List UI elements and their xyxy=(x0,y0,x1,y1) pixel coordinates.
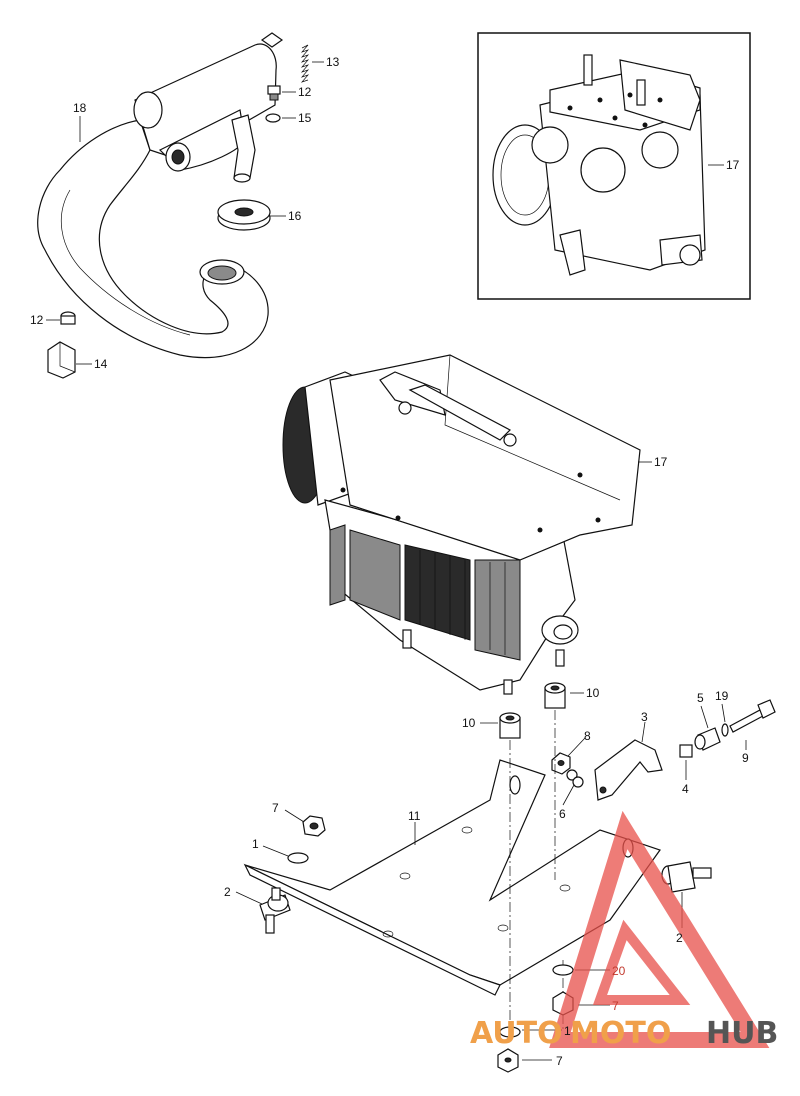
callout-10-right: 10 xyxy=(586,686,600,700)
leader-19 xyxy=(721,703,726,723)
callout-17-inset: 17 xyxy=(726,158,740,172)
callout-13: 13 xyxy=(326,55,340,69)
inset-engine-view xyxy=(477,32,751,300)
spring-13 xyxy=(300,44,310,83)
bolt-12-top xyxy=(267,85,281,101)
callout-15: 15 xyxy=(298,111,312,125)
leader-1a xyxy=(262,845,289,857)
leader-7a xyxy=(284,809,305,823)
flange-nut-7-left xyxy=(302,815,326,837)
grommet-16 xyxy=(217,199,271,231)
callout-7-middle: 7 xyxy=(612,999,619,1013)
callout-7-left: 7 xyxy=(272,801,279,815)
washer-19 xyxy=(721,723,729,737)
callout-4: 4 xyxy=(682,782,689,796)
nut-7-bottom xyxy=(497,1048,519,1073)
callout-11: 11 xyxy=(408,809,421,823)
callout-8: 8 xyxy=(584,729,591,743)
watermark-text-auto: AUTO xyxy=(470,1016,563,1051)
callout-7-bottom: 7 xyxy=(556,1054,563,1068)
callout-2-left: 2 xyxy=(224,885,231,899)
leader-6 xyxy=(562,784,575,806)
watermark xyxy=(549,810,770,1048)
leader-5 xyxy=(700,705,709,729)
spacer-4 xyxy=(679,744,693,758)
callout-16: 16 xyxy=(288,209,302,223)
exhaust-pipe-assembly xyxy=(37,32,284,359)
bushing-5 xyxy=(694,727,721,751)
washer-20 xyxy=(552,964,574,976)
bracket-3 xyxy=(594,739,663,801)
callout-14: 14 xyxy=(94,357,108,371)
callout-9: 9 xyxy=(742,751,749,765)
nut-8 xyxy=(551,752,571,775)
rubber-mount-10-right xyxy=(544,682,566,709)
callout-17-main: 17 xyxy=(654,455,668,469)
callout-12-top: 12 xyxy=(298,85,312,99)
callout-2-right: 2 xyxy=(676,931,683,945)
leader-3 xyxy=(641,721,646,743)
callout-10-left: 10 xyxy=(462,716,476,730)
callout-6: 6 xyxy=(559,807,566,821)
callout-19: 19 xyxy=(715,689,729,703)
bracket-14 xyxy=(47,341,76,379)
callout-1-left: 1 xyxy=(252,837,259,851)
callout-1-bottom: 1 xyxy=(564,1024,571,1038)
lock-washers-6 xyxy=(566,769,584,788)
rubber-mount-10-left xyxy=(499,712,521,739)
leader-8 xyxy=(567,737,586,757)
washer-15 xyxy=(265,113,281,123)
washer-1-left xyxy=(287,852,309,864)
engine-assembly xyxy=(282,354,641,695)
watermark-text-hub: HUB xyxy=(706,1016,778,1051)
callout-18: 18 xyxy=(73,101,87,115)
bolt-9 xyxy=(729,699,776,733)
callout-20: 20 xyxy=(612,964,626,978)
washer-1-bottom xyxy=(499,1026,521,1038)
callout-3: 3 xyxy=(641,710,648,724)
callout-5: 5 xyxy=(697,691,704,705)
callout-12-left: 12 xyxy=(30,313,44,327)
leader-2a xyxy=(235,891,263,905)
mount-stud-2-right xyxy=(661,861,712,893)
watermark-text-moto: MOTO xyxy=(570,1016,671,1051)
mount-stud-2-left xyxy=(259,887,291,934)
bolt-12-left xyxy=(60,311,76,325)
